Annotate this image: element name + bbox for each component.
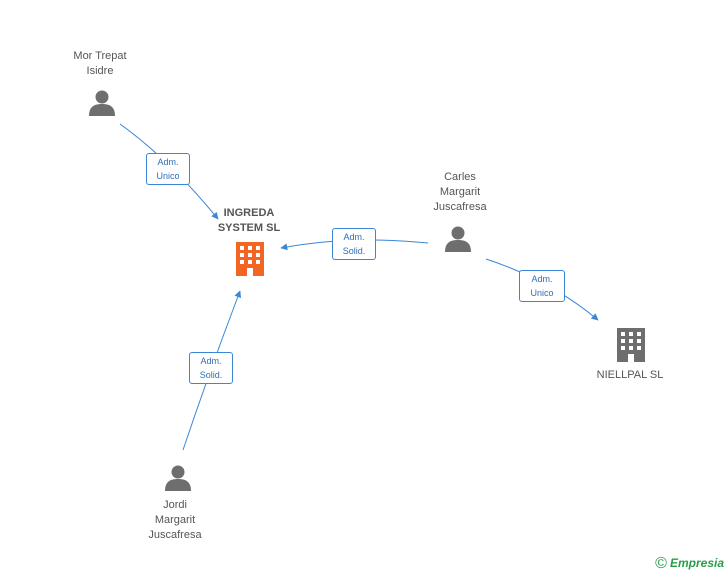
node-label-line: Carles bbox=[444, 171, 476, 183]
edge-badge-mor-ingreda[interactable]: Adm. Unico bbox=[146, 153, 190, 185]
person-icon[interactable] bbox=[89, 90, 115, 117]
node-label-line: Juscafresa bbox=[148, 529, 202, 541]
person-icon[interactable] bbox=[445, 226, 471, 253]
node-label-line: NIELLPAL SL bbox=[596, 369, 664, 381]
copyright-icon: © bbox=[655, 555, 667, 572]
copyright-brand: ©Empresia bbox=[655, 555, 724, 573]
node-label-niellpal[interactable]: NIELLPAL SL bbox=[585, 368, 675, 383]
node-label-line: Margarit bbox=[439, 186, 481, 198]
edge-badge-line: Unico bbox=[156, 171, 180, 181]
node-label-mor-trepat[interactable]: Mor Trepat Isidre bbox=[60, 49, 140, 79]
node-label-carles[interactable]: Carles Margarit Juscafresa bbox=[415, 170, 505, 215]
edge-badge-line: Solid. bbox=[199, 370, 223, 380]
edge-badge-line: Adm. bbox=[157, 157, 179, 167]
node-label-jordi[interactable]: Jordi Margarit Juscafresa bbox=[135, 498, 215, 543]
edge-badge-jordi-ingreda[interactable]: Adm. Solid. bbox=[189, 352, 233, 384]
node-label-line: Juscafresa bbox=[433, 201, 487, 213]
node-label-line: SYSTEM SL bbox=[217, 222, 281, 234]
edge-badge-carles-ingreda[interactable]: Adm. Solid. bbox=[332, 228, 376, 260]
edge-badge-line: Adm. bbox=[531, 274, 553, 284]
edge-badge-carles-niellpal[interactable]: Adm. Unico bbox=[519, 270, 565, 302]
node-label-line: Isidre bbox=[86, 65, 114, 77]
building-icon[interactable] bbox=[617, 328, 645, 362]
building-icon[interactable] bbox=[236, 242, 264, 276]
edge-badge-line: Adm. bbox=[200, 356, 222, 366]
person-icon[interactable] bbox=[165, 465, 191, 492]
node-label-ingreda[interactable]: INGREDA SYSTEM SL bbox=[203, 206, 295, 236]
node-label-line: Margarit bbox=[154, 514, 196, 526]
edge-badge-line: Unico bbox=[530, 288, 554, 298]
node-label-line: INGREDA bbox=[223, 207, 275, 219]
edge-badge-line: Adm. bbox=[343, 232, 365, 242]
node-label-line: Jordi bbox=[163, 499, 187, 511]
edge-badge-line: Solid. bbox=[342, 246, 366, 256]
brand-logo: Empresia bbox=[669, 556, 724, 570]
node-label-line: Mor Trepat bbox=[73, 50, 127, 62]
